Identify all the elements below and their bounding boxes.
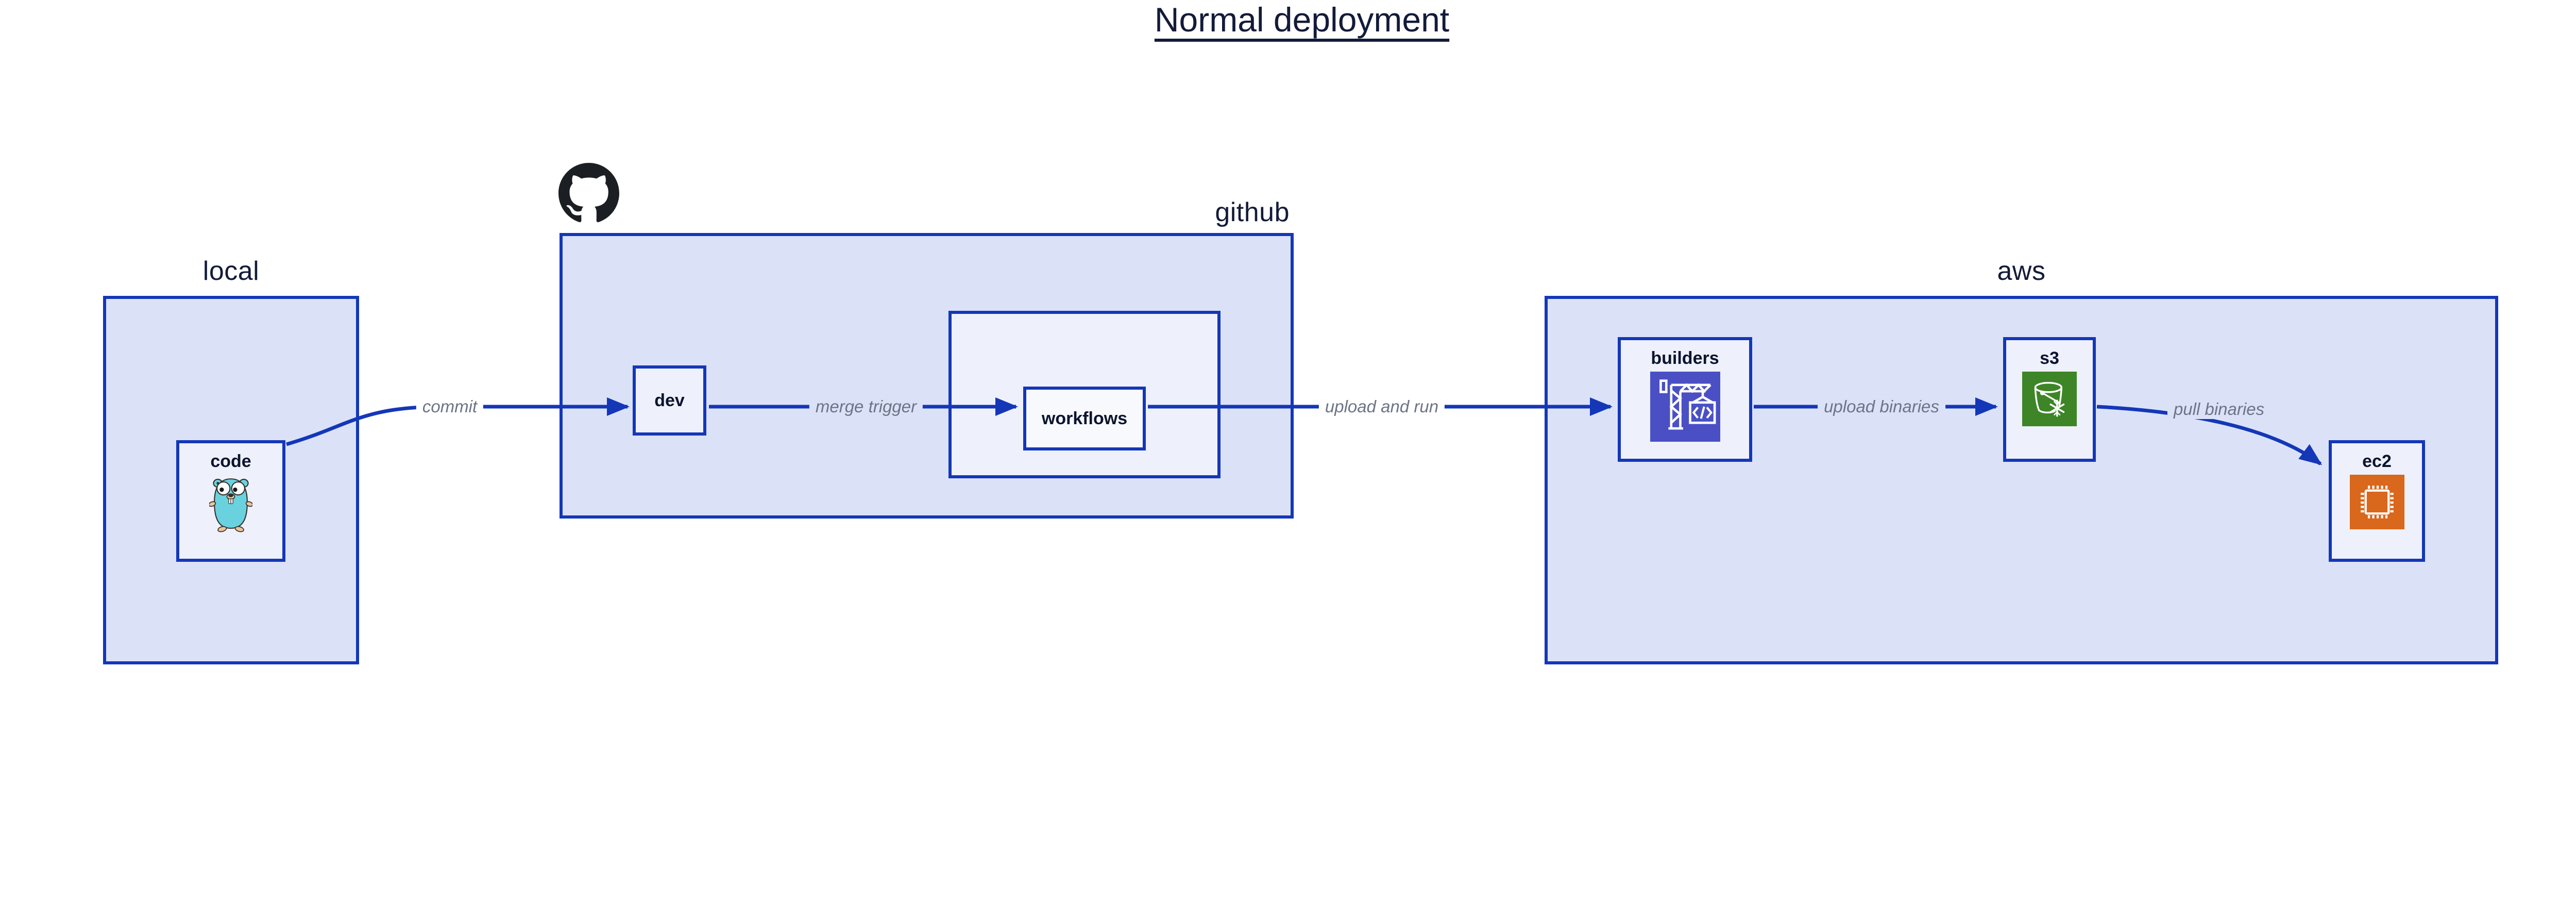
edge-label-upload-binaries: upload binaries [1818, 397, 1945, 416]
node-ec2-label: ec2 [2362, 452, 2392, 471]
edge-label-commit: commit [416, 397, 484, 416]
go-gopher-icon [209, 478, 252, 532]
edge-label-upload-and-run: upload and run [1318, 397, 1445, 416]
aws-codebuild-crane-icon [1650, 372, 1720, 442]
container-label-aws: aws [1997, 256, 2046, 286]
node-workflows-label: workflows [1041, 408, 1128, 428]
aws-s3-glacier-bucket-icon [2022, 372, 2077, 426]
github-octocat-icon [558, 163, 619, 223]
node-workflows: workflows [1023, 387, 1146, 450]
node-s3: s3 [2003, 337, 2096, 462]
node-dev-label: dev [654, 390, 685, 410]
container-label-local: local [202, 256, 260, 286]
node-ec2: ec2 [2329, 440, 2425, 562]
diagram-title: Normal deployment [1154, 1, 1450, 39]
node-builders-label: builders [1651, 348, 1719, 368]
edge-label-merge-trigger: merge trigger [809, 397, 923, 416]
aws-ec2-chip-icon [2349, 475, 2404, 529]
node-code: code [176, 440, 285, 562]
node-builders: builders [1618, 337, 1752, 462]
node-s3-label: s3 [2040, 348, 2059, 368]
node-dev: dev [633, 365, 706, 436]
node-code-label: code [210, 452, 251, 471]
container-label-github: github [1215, 197, 1290, 227]
edge-label-pull-binaries: pull binaries [2167, 399, 2271, 419]
